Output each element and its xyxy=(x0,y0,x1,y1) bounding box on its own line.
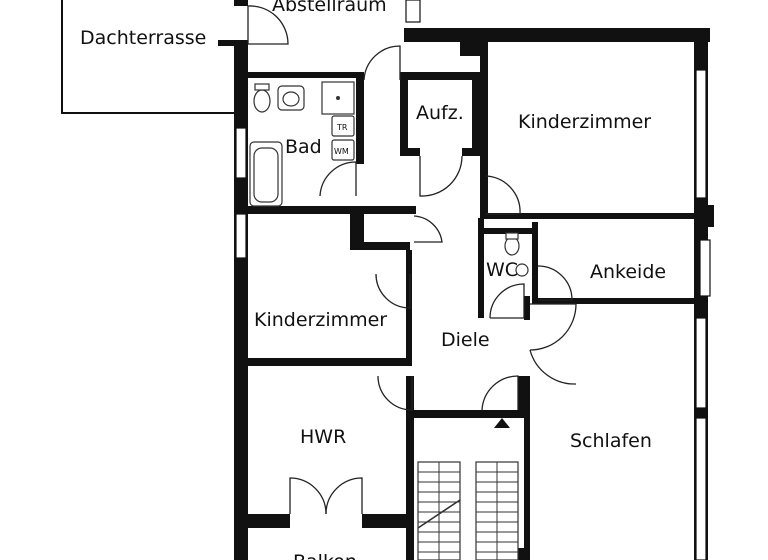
wc-sink-icon xyxy=(515,263,529,277)
toilet-icon xyxy=(253,89,271,113)
room-label-hwr: HWR xyxy=(300,426,346,448)
entrance-arrow-icon xyxy=(494,418,510,428)
room-label-kinderzimmer-top: Kinderzimmer xyxy=(518,111,651,133)
wc-toilet-icon xyxy=(504,236,520,256)
room-label-bad: Bad xyxy=(285,136,322,158)
room-label-kinderzimmer-left: Kinderzimmer xyxy=(254,309,387,331)
room-label-wc: WC xyxy=(486,259,518,281)
washer-icon xyxy=(331,139,355,161)
room-label-dachterrasse: Dachterrasse xyxy=(80,27,206,49)
windows xyxy=(235,0,711,560)
staircase xyxy=(417,461,519,560)
doors xyxy=(247,5,577,515)
room-label-balkon: Balkon xyxy=(293,551,357,560)
room-label-aufzug: Aufz. xyxy=(416,102,464,124)
room-label-ankeide: Ankeide xyxy=(590,261,666,283)
bathroom-fixtures xyxy=(249,81,529,277)
room-label-diele: Diele xyxy=(441,329,490,351)
room-label-abstellraum: Abstellraum xyxy=(272,0,387,16)
dryer-icon xyxy=(331,115,355,137)
room-label-schlafen: Schlafen xyxy=(570,430,652,452)
fixture-label-dryer: TR xyxy=(336,123,348,132)
terrace-outline xyxy=(61,0,236,114)
fixture-label-washer: WM xyxy=(334,147,349,156)
room-labels: Dachterrasse Abstellraum Bad Aufz. Kinde… xyxy=(80,0,666,560)
